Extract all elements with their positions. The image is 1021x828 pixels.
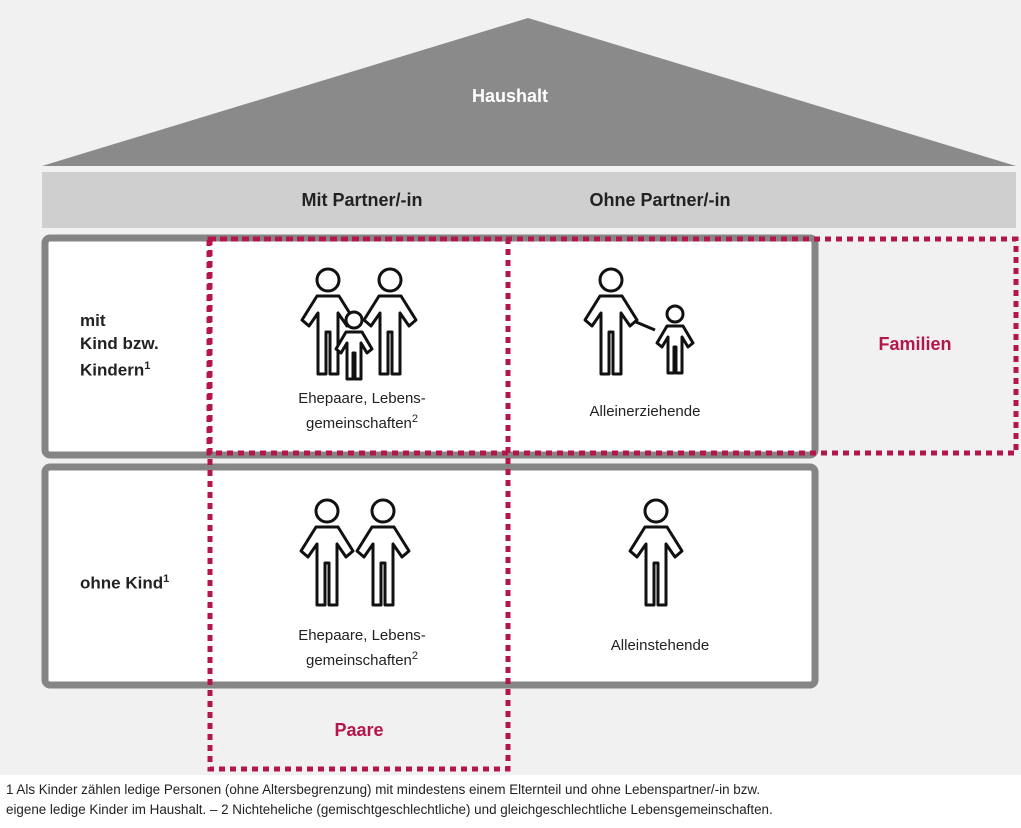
row-label-without-child: ohne Kind1 <box>80 573 170 593</box>
column-header-without-partner: Ohne Partner/-in <box>589 190 731 210</box>
families-outline <box>206 236 1019 456</box>
caption-married-without-child: Ehepaare, Lebens- gemeinschaften2 <box>298 627 426 669</box>
column-header-band <box>42 172 1016 228</box>
couples-outline <box>207 236 511 772</box>
caption-married-with-child: Ehepaare, Lebens- gemeinschaften2 <box>298 390 426 432</box>
caption-single: Alleinstehende <box>610 637 710 654</box>
footnote: 1 Als Kinder zählen ledige Personen (ohn… <box>6 782 773 817</box>
couples-label: Paare <box>334 720 384 740</box>
row-label-with-child: mit Kind bzw. Kindern1 <box>80 311 159 380</box>
families-label: Familien <box>878 334 952 354</box>
row-box-without-child <box>41 463 819 689</box>
roof-title: Haushalt <box>471 86 549 106</box>
column-header-with-partner: Mit Partner/-in <box>301 190 423 210</box>
caption-single-parent: Alleinerziehende <box>589 403 701 420</box>
single-parent-icon <box>583 267 695 376</box>
